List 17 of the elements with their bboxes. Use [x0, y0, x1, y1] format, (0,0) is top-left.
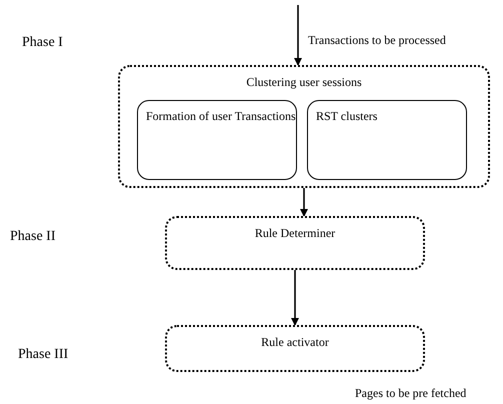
box-text: Rule Determiner — [254, 226, 336, 241]
arrow — [291, 270, 299, 326]
phase-label: Phase III — [18, 346, 68, 364]
arrow — [294, 5, 302, 66]
output-label: Pages to be pre fetched — [355, 385, 466, 402]
process-box — [165, 216, 425, 270]
arrow — [300, 188, 308, 217]
process-box — [307, 100, 467, 180]
phase-label: Phase I — [22, 34, 63, 52]
box-text: Formation of user Transactions — [146, 109, 296, 124]
box-text: Rule activator — [261, 335, 329, 350]
box-text: Clustering user sessions — [246, 75, 362, 90]
process-box — [137, 100, 297, 180]
phase-label: Phase II — [10, 228, 56, 246]
box-text: RST clusters — [316, 109, 378, 124]
group-box — [118, 65, 490, 188]
process-box — [165, 325, 425, 372]
